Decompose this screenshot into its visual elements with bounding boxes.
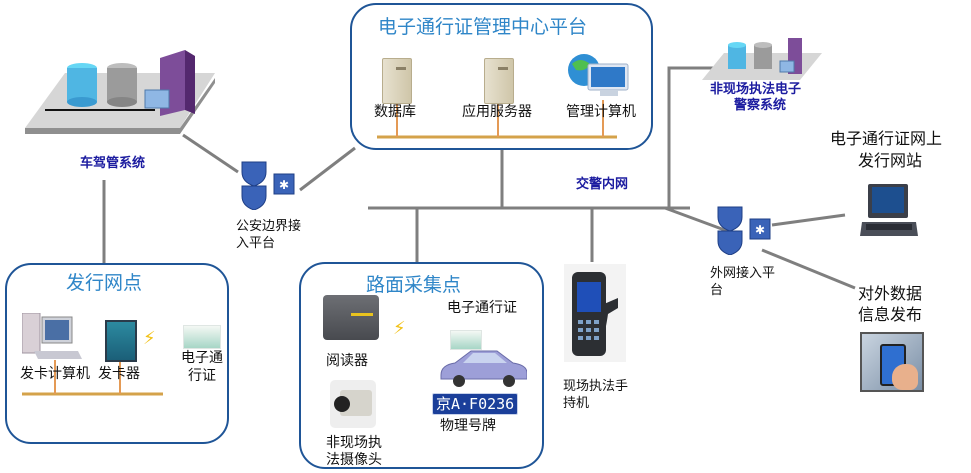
- card-issuer-icon: [105, 320, 137, 362]
- camera-label-1: 非现场执: [326, 435, 382, 451]
- center-platform-box: [350, 3, 653, 150]
- laptop-icon: [860, 182, 920, 242]
- application-server-icon: [484, 58, 514, 104]
- online-site-label-2: 发行网站: [858, 151, 923, 170]
- public-info-label-2: 信息发布: [858, 305, 923, 324]
- electronic-pass-card-icon: [183, 325, 221, 349]
- road-pass-card-icon: [450, 330, 482, 350]
- external-gateway-label-2: 台: [710, 283, 724, 298]
- svg-text:✱: ✱: [755, 223, 765, 237]
- card-issuer-label: 发卡器: [98, 366, 140, 382]
- public-info-label-1: 对外数据: [858, 284, 923, 303]
- link-public-info: [761, 248, 856, 290]
- smartphone-icon: [860, 332, 924, 392]
- offsite-system-icon: [702, 35, 822, 85]
- link-gateway-center: [299, 146, 356, 192]
- police-gateway-label-2: 入平台: [236, 236, 276, 251]
- rfid-reader-icon: [323, 295, 379, 340]
- external-gateway-label-1: 外网接入平: [710, 266, 776, 281]
- link-external-gateway: [664, 206, 731, 234]
- offsite-system-label-2: 警察系统: [734, 98, 787, 113]
- vehicle-system-icon: [25, 50, 215, 135]
- desktop-computer-icon: [21, 312, 82, 363]
- issuing-computer-label: 发卡计算机: [20, 366, 90, 382]
- svg-text:✱: ✱: [279, 178, 289, 192]
- license-plate: 京A·F0236: [432, 393, 519, 415]
- road-wireless-signal-icon: ⚡: [393, 318, 406, 339]
- road-point-box: [299, 262, 544, 469]
- plate-label: 物理号牌: [440, 418, 496, 434]
- online-site-label-1: 电子通行证网上: [830, 129, 943, 148]
- handheld-label-1: 现场执法手: [563, 379, 629, 394]
- app-server-label: 应用服务器: [462, 104, 532, 120]
- road-pass-label: 电子通行证: [447, 300, 517, 316]
- issuing-point-title: 发行网点: [66, 272, 143, 294]
- issuing-point-box: [5, 263, 229, 444]
- issuing-card-label-1: 电子通: [181, 350, 223, 366]
- handheld-label-2: 持机: [563, 396, 590, 411]
- database-server-icon: [382, 58, 412, 104]
- globe-monitor-icon: [562, 52, 632, 98]
- vehicle-system-label: 车驾管系统: [80, 156, 146, 171]
- database-label: 数据库: [374, 104, 416, 120]
- center-platform-title: 电子通行证管理中心平台: [378, 16, 588, 38]
- camera-label-2: 法摄像头: [326, 452, 382, 468]
- police-gateway-firewall-icon: ✱: [240, 160, 298, 211]
- issuing-card-label-2: 行证: [188, 368, 216, 384]
- road-point-title: 路面采集点: [366, 274, 462, 296]
- link-offsite-system: [667, 66, 715, 208]
- link-online-site: [771, 213, 846, 227]
- wireless-signal-icon: ⚡: [143, 328, 156, 349]
- link-vehicle-gateway: [182, 133, 239, 174]
- external-gateway-firewall-icon: ✱: [716, 205, 774, 256]
- offsite-system-label-1: 非现场执法电子: [710, 82, 802, 97]
- handheld-terminal-icon: [564, 264, 626, 362]
- management-computer-label: 管理计算机: [566, 104, 636, 120]
- reader-label: 阅读器: [326, 353, 368, 369]
- car-icon: [437, 347, 528, 389]
- camera-icon: [330, 380, 376, 428]
- police-gateway-label-1: 公安边界接: [236, 219, 302, 234]
- traffic-network-label: 交警内网: [576, 177, 629, 192]
